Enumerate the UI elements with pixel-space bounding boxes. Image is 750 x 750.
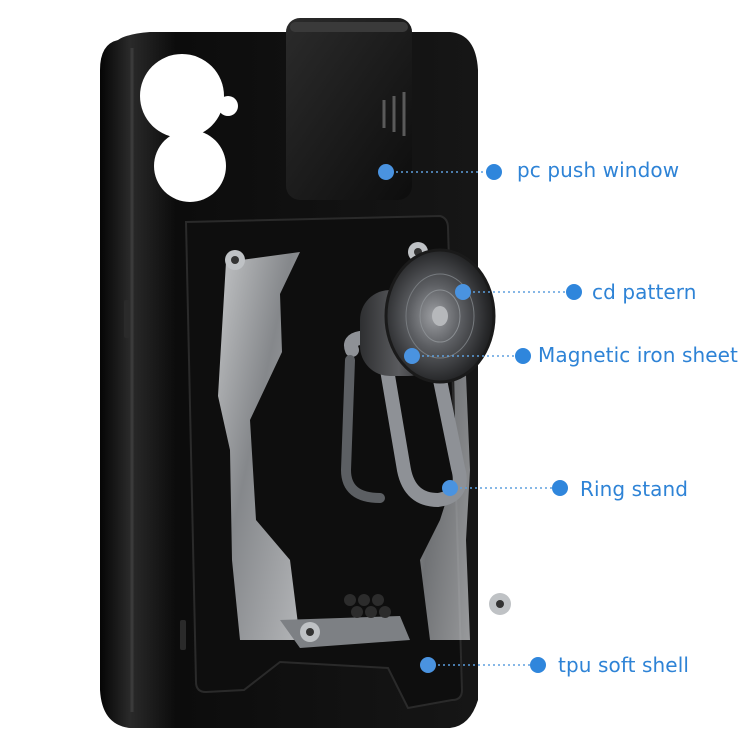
honeycomb-grip-pattern — [344, 594, 391, 618]
blue-dot-icon — [442, 480, 458, 496]
callout-label-cd-pattern: cd pattern — [592, 280, 697, 304]
blue-dot-icon — [455, 284, 471, 300]
callout-label-ring-stand: Ring stand — [580, 477, 689, 501]
blue-dot-icon — [404, 348, 420, 364]
blue-dot-icon — [515, 348, 531, 364]
blue-dot-icon — [530, 657, 546, 673]
callout-label-tpu-soft-shell: tpu soft shell — [558, 653, 690, 677]
blue-dot-icon — [420, 657, 436, 673]
silver-armor-frame — [218, 252, 300, 640]
blue-dot-icon — [486, 164, 502, 180]
callout-markers — [378, 164, 582, 673]
camera-lens-cutout-bottom — [154, 130, 226, 202]
callout-label-pc-push-window: pc push window — [517, 158, 680, 182]
blue-dot-icon — [552, 480, 568, 496]
flash-cutout — [218, 96, 238, 116]
pc-push-window — [286, 18, 412, 200]
blue-dot-icon — [566, 284, 582, 300]
blue-dot-icon — [378, 164, 394, 180]
callout-label-magnetic-iron-sheet: Magnetic iron sheet — [538, 343, 738, 367]
camera-lens-cutout-top — [140, 54, 224, 138]
